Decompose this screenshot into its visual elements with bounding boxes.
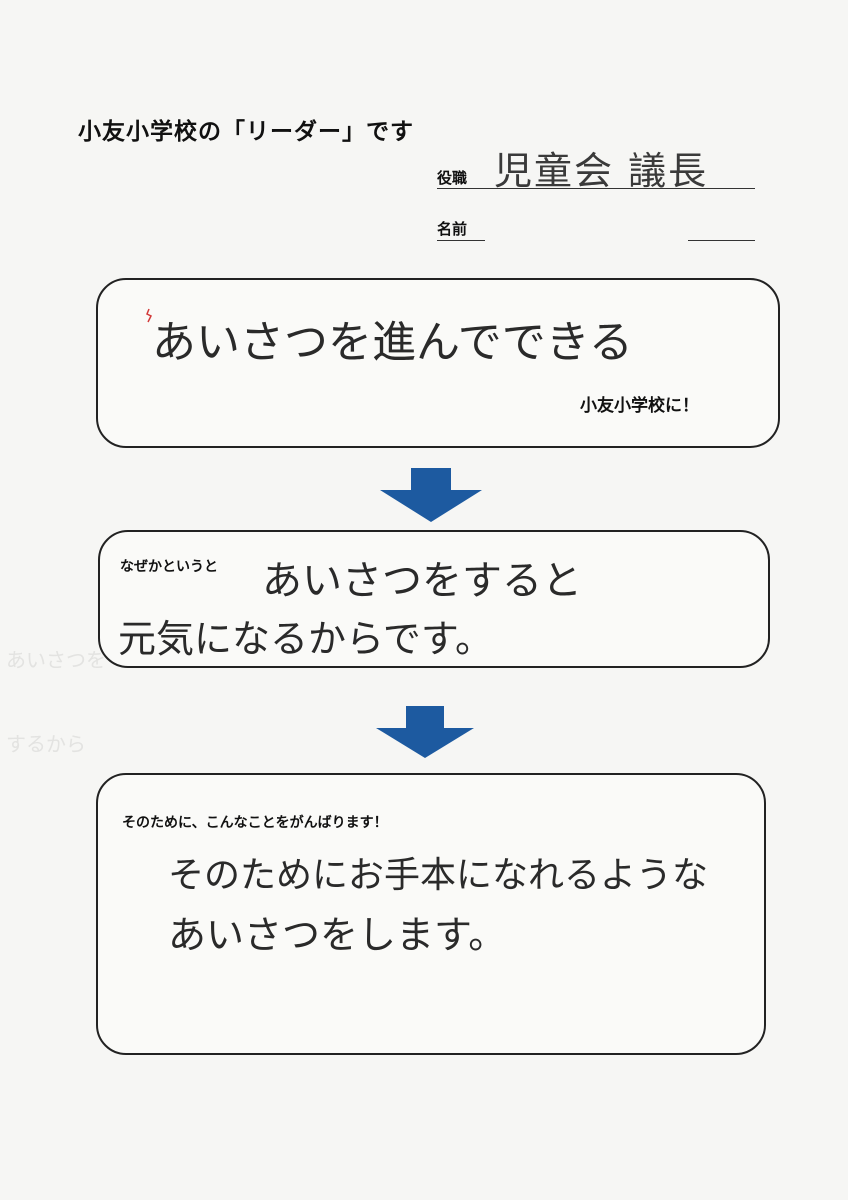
reason-handwritten-line-2: 元気になるからです。 — [118, 617, 494, 661]
reason-prompt: なぜかというと — [120, 559, 218, 575]
role-underline — [437, 188, 755, 189]
role-value: 児童会 議長 — [494, 149, 709, 193]
show-through-text: あいさつを するから — [6, 590, 106, 814]
page-title: 小友小学校の「リーダー」です — [78, 119, 414, 145]
down-arrow-icon — [376, 706, 474, 758]
name-underline — [688, 240, 755, 241]
show-through-line-2: するから — [6, 732, 86, 756]
goal-box — [96, 278, 780, 448]
name-label-underline — [437, 240, 485, 241]
show-through-line-1: あいさつを — [6, 648, 106, 672]
correction-mark — [146, 308, 153, 323]
goal-suffix: 小友小学校に！ — [580, 396, 699, 416]
action-prompt: そのために、こんなことをがんばります！ — [122, 815, 388, 831]
action-handwritten-line-2: あいさつをします。 — [168, 913, 507, 957]
action-handwritten-line-1: そのためにお手本になれるような — [168, 855, 709, 896]
role-label: 役職 — [437, 169, 468, 187]
goal-handwritten: あいさつを進んでできる — [152, 317, 633, 368]
reason-handwritten-line-1: あいさつをすると — [262, 558, 582, 604]
name-label: 名前 — [437, 220, 468, 238]
action-box — [96, 773, 766, 1055]
down-arrow-icon — [380, 468, 482, 522]
reason-box — [98, 530, 770, 668]
